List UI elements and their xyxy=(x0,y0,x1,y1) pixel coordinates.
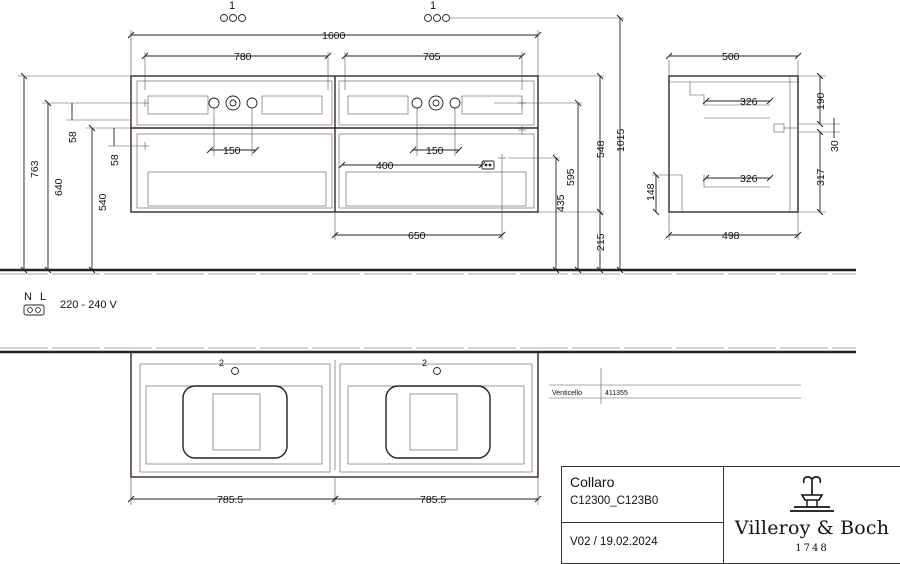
dim-right-section: 705 xyxy=(423,51,441,63)
reference-table: Venticello 411355 xyxy=(549,368,801,404)
tap-symbol-right xyxy=(424,14,450,22)
title-block-version: V02 / 19.02.2024 xyxy=(561,522,724,564)
label-n: N xyxy=(24,291,32,303)
dim-height-548: 548 xyxy=(595,140,607,158)
dim-height-595: 595 xyxy=(565,168,577,186)
drain-fitting-left xyxy=(208,95,258,111)
dim-height-540: 540 xyxy=(97,193,109,211)
title-block-model: Collaro C12300_C123B0 xyxy=(561,466,724,523)
tap-hole-left xyxy=(231,367,239,375)
dim-height-1015: 1015 xyxy=(615,128,627,152)
dim-side-190: 190 xyxy=(815,92,827,110)
dim-side-30: 30 xyxy=(829,140,841,152)
dim-side-326-top: 326 xyxy=(740,96,758,108)
reference-number: 411355 xyxy=(605,390,628,397)
electrical-legend: N L 220 - 240 V xyxy=(23,291,118,316)
model-name: Collaro xyxy=(570,474,615,490)
dim-gap-58-a: 58 xyxy=(67,131,79,143)
dim-side-317: 317 xyxy=(815,168,827,186)
callout-2-right: 2 xyxy=(422,358,427,368)
model-code: C12300_C123B0 xyxy=(570,495,659,507)
brand-name: Villeroy & Boch xyxy=(734,517,890,539)
dim-height-215: 215 xyxy=(595,233,607,251)
basin-left xyxy=(182,385,288,459)
voltage-label: 220 - 240 V xyxy=(60,299,118,311)
basin-right xyxy=(385,385,491,459)
dim-height-435: 435 xyxy=(555,194,567,212)
dim-side-148: 148 xyxy=(645,183,657,201)
front-view: 1 1 1600 780 705 763 640 540 58 58 xyxy=(0,0,856,275)
dim-bowl-785-right: 785.5 xyxy=(420,494,446,506)
plan-view: 2 2 785.5 785.5 xyxy=(0,347,856,506)
callout-1-left: 1 xyxy=(229,0,235,12)
dim-socket-400: 400 xyxy=(376,160,394,172)
dim-bowl-785-left: 785.5 xyxy=(217,494,243,506)
tap-hole-right xyxy=(433,367,441,375)
version-date: V02 / 19.02.2024 xyxy=(570,536,658,548)
brand-year: 1748 xyxy=(795,543,829,554)
fountain-logo-icon xyxy=(790,476,834,512)
dim-side-depth-500: 500 xyxy=(722,51,740,63)
dim-total-width: 1600 xyxy=(322,30,346,42)
power-socket-icon xyxy=(481,160,495,170)
dim-side-498: 498 xyxy=(722,230,740,242)
dim-gap-58-b: 58 xyxy=(109,154,121,166)
callout-1-right: 1 xyxy=(430,0,436,12)
title-block-logo: Villeroy & Boch 1748 xyxy=(723,466,900,564)
vanity-cabinet-side xyxy=(668,75,799,213)
socket-legend-icon xyxy=(23,304,45,316)
callout-2-left: 2 xyxy=(219,358,224,368)
reference-name: Venticello xyxy=(552,390,582,397)
dim-height-763: 763 xyxy=(29,160,41,178)
dim-height-640: 640 xyxy=(53,178,65,196)
dim-left-section: 780 xyxy=(234,51,252,63)
vanity-top-plan xyxy=(130,351,539,478)
tap-symbol-left xyxy=(220,14,246,22)
label-l: L xyxy=(40,291,46,303)
dim-drain-150-left: 150 xyxy=(223,145,241,157)
drain-fitting-right xyxy=(411,95,461,111)
dim-side-326-bottom: 326 xyxy=(740,173,758,185)
dim-drawer-650: 650 xyxy=(408,230,426,242)
dim-drain-150-right: 150 xyxy=(426,145,444,157)
side-view: 500 326 326 190 30 317 148 498 xyxy=(645,51,841,242)
